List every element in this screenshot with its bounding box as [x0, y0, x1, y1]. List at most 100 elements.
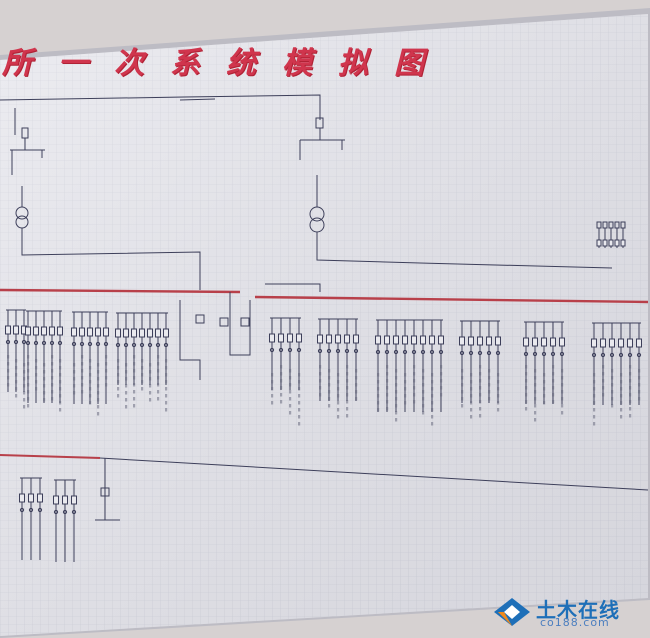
label-glyph — [81, 390, 84, 394]
label-glyph — [157, 390, 160, 394]
switch-icon — [591, 338, 597, 348]
label-glyph — [328, 369, 331, 373]
breaker-icon — [100, 487, 110, 497]
label-glyph — [27, 390, 30, 394]
label-glyph — [346, 407, 349, 411]
switch-icon — [71, 495, 77, 505]
label-glyph — [149, 377, 152, 381]
switch-icon — [71, 327, 77, 337]
switch-icon — [296, 333, 302, 343]
label-glyph — [620, 408, 623, 412]
label-glyph — [51, 397, 54, 401]
terminal-icon — [37, 507, 43, 513]
lower-branch — [95, 458, 120, 521]
label-glyph — [280, 365, 283, 369]
label-glyph — [133, 383, 136, 387]
label-glyph — [125, 377, 128, 381]
label-glyph — [461, 404, 464, 408]
switch-icon — [53, 495, 59, 505]
switch-icon — [523, 337, 529, 347]
switch-array — [596, 221, 626, 248]
switch-icon — [326, 334, 332, 344]
label-glyph — [35, 366, 38, 370]
title-char: 模 — [282, 46, 312, 81]
label-glyph — [552, 386, 555, 390]
label-glyph — [355, 397, 358, 401]
label-glyph — [125, 363, 128, 367]
terminal-icon — [147, 342, 153, 348]
label-glyph — [337, 387, 340, 391]
label-glyph — [125, 398, 128, 402]
label-glyph — [7, 369, 10, 373]
label-glyph — [15, 373, 18, 377]
label-glyph — [81, 369, 84, 373]
label-glyph — [298, 401, 301, 405]
bus-tie-line — [265, 283, 321, 292]
label-glyph — [470, 394, 473, 398]
terminal-icon — [278, 347, 284, 353]
label-glyph — [149, 398, 152, 402]
label-glyph — [23, 377, 26, 381]
label-glyph — [125, 405, 128, 409]
label-glyph — [377, 394, 380, 398]
terminal-icon — [87, 341, 93, 347]
label-glyph — [525, 393, 528, 397]
terminal-icon — [49, 340, 55, 346]
label-glyph — [298, 394, 301, 398]
label-glyph — [413, 393, 416, 397]
label-glyph — [440, 379, 443, 383]
board-title: 所一次系统模拟图 — [2, 38, 450, 82]
switch-icon — [344, 334, 350, 344]
label-glyph — [271, 387, 274, 391]
label-glyph — [23, 363, 26, 367]
label-glyph — [395, 390, 398, 394]
switch-icon — [287, 333, 293, 343]
label-glyph — [395, 397, 398, 401]
label-glyph — [89, 394, 92, 398]
label-glyph — [27, 397, 30, 401]
label-glyph — [337, 394, 340, 398]
switch-icon — [139, 328, 145, 338]
label-glyph — [355, 383, 358, 387]
label-glyph — [117, 366, 120, 370]
label-glyph — [355, 369, 358, 373]
label-glyph — [27, 355, 30, 359]
label-glyph — [97, 398, 100, 402]
label-glyph — [289, 390, 292, 394]
terminal-icon — [344, 348, 350, 354]
label-glyph — [23, 405, 26, 409]
label-glyph — [422, 397, 425, 401]
switch-icon — [79, 327, 85, 337]
switch-icon — [420, 335, 426, 345]
label-glyph — [497, 380, 500, 384]
label-glyph — [43, 398, 46, 402]
terminal-icon — [71, 509, 77, 515]
label-glyph — [461, 376, 464, 380]
label-glyph — [629, 407, 632, 411]
label-glyph — [298, 415, 301, 419]
label-glyph — [117, 380, 120, 384]
terminal-icon — [550, 351, 556, 357]
terminal-icon — [123, 342, 129, 348]
switch-icon — [62, 495, 68, 505]
switch-icon — [402, 335, 408, 345]
label-glyph — [629, 365, 632, 369]
label-glyph — [346, 372, 349, 376]
label-glyph — [43, 370, 46, 374]
label-glyph — [89, 359, 92, 363]
label-glyph — [525, 365, 528, 369]
switch-icon — [28, 493, 34, 503]
label-glyph — [629, 414, 632, 418]
label-glyph — [534, 397, 537, 401]
switch-icon — [411, 335, 417, 345]
label-glyph — [165, 387, 168, 391]
terminal-icon — [317, 348, 323, 354]
left-incomer-branch — [10, 138, 45, 175]
label-glyph — [117, 359, 120, 363]
label-glyph — [620, 415, 623, 419]
label-glyph — [552, 393, 555, 397]
switch-icon — [115, 328, 121, 338]
label-glyph — [395, 383, 398, 387]
terminal-icon — [591, 352, 597, 358]
switch-icon — [131, 328, 137, 338]
